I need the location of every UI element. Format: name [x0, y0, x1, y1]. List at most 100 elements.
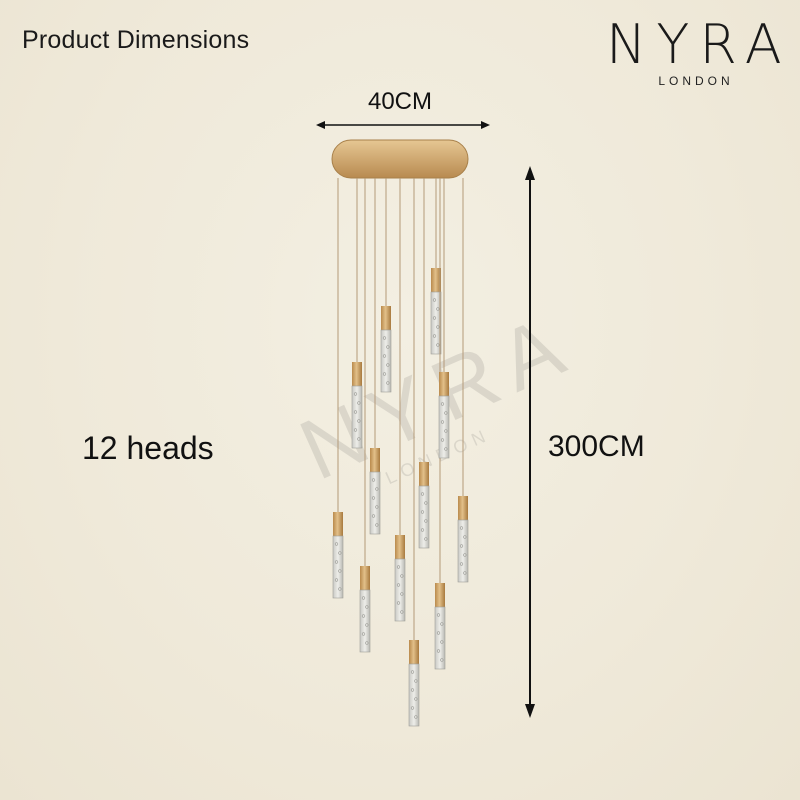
pendant-cap — [419, 462, 429, 486]
pendant-cap — [352, 362, 362, 386]
glass-bubble — [424, 501, 428, 505]
heads-label: 12 heads — [82, 430, 214, 466]
glass-bubble — [459, 544, 464, 548]
glass-bubble — [334, 578, 339, 582]
glass-bubble — [396, 583, 401, 587]
page-title: Product Dimensions — [22, 26, 250, 54]
pendant-glass — [438, 395, 450, 459]
glass-bubble — [361, 596, 366, 600]
glass-bubble — [400, 592, 404, 596]
glass-bubble — [386, 363, 390, 367]
pendant-cap — [435, 583, 445, 607]
brand-logo: NYRA LONDON — [596, 13, 792, 89]
glass-bubble — [338, 569, 342, 573]
glass-bubble — [382, 336, 387, 340]
glass-bubble — [371, 514, 376, 518]
glass-bubble — [353, 410, 358, 414]
glass-bubble — [463, 535, 467, 539]
glass-bubble — [440, 438, 445, 442]
glass-bubble — [400, 574, 404, 578]
height-arrow — [525, 166, 535, 718]
glass-bubble — [432, 334, 437, 338]
glass-bubble — [436, 649, 441, 653]
glass-bubble — [444, 429, 448, 433]
glass-bubble — [396, 565, 401, 569]
pendant-light — [369, 178, 381, 535]
glass-bubble — [410, 688, 415, 692]
glass-bubble — [357, 401, 361, 405]
glass-bubble — [382, 372, 387, 376]
pendant-cap — [360, 566, 370, 590]
glass-bubble — [386, 381, 390, 385]
glass-bubble — [432, 298, 437, 302]
pendant-glass — [418, 485, 430, 549]
pendant-glass — [359, 589, 371, 653]
glass-bubble — [444, 411, 448, 415]
glass-bubble — [440, 622, 444, 626]
pendant-light — [408, 178, 420, 727]
glass-bubble — [371, 496, 376, 500]
brand-name: NYRA — [606, 13, 792, 76]
glass-bubble — [361, 614, 366, 618]
glass-bubble — [357, 437, 361, 441]
pendant-light — [351, 178, 363, 449]
pendant-glass — [351, 385, 363, 449]
ceiling-canopy — [331, 139, 469, 179]
pendant-glass — [408, 663, 420, 727]
glass-bubble — [338, 551, 342, 555]
glass-bubble — [414, 697, 418, 701]
pendant-cap — [395, 535, 405, 559]
glass-bubble — [410, 706, 415, 710]
pendant-glass — [434, 606, 446, 670]
glass-bubble — [375, 505, 379, 509]
glass-bubble — [396, 601, 401, 605]
glass-bubble — [375, 523, 379, 527]
glass-bubble — [410, 670, 415, 674]
glass-bubble — [436, 343, 440, 347]
glass-bubble — [357, 419, 361, 423]
glass-bubble — [459, 526, 464, 530]
pendant-glass — [369, 471, 381, 535]
glass-bubble — [365, 641, 369, 645]
pendant-group — [332, 178, 469, 727]
glass-bubble — [371, 478, 376, 482]
glass-bubble — [400, 610, 404, 614]
glass-bubble — [444, 447, 448, 451]
pendant-light — [430, 178, 442, 355]
pendant-cap — [409, 640, 419, 664]
width-label: 40CM — [367, 88, 433, 115]
glass-bubble — [365, 623, 369, 627]
glass-bubble — [353, 392, 358, 396]
pendant-light — [359, 178, 371, 653]
pendant-glass — [332, 535, 344, 599]
glass-bubble — [432, 316, 437, 320]
pendant-light — [418, 178, 430, 549]
glass-bubble — [420, 528, 425, 532]
glass-bubble — [375, 487, 379, 491]
glass-bubble — [440, 420, 445, 424]
glass-bubble — [338, 587, 342, 591]
pendant-light — [332, 178, 344, 599]
glass-bubble — [440, 658, 444, 662]
pendant-cap — [333, 512, 343, 536]
glass-bubble — [334, 542, 339, 546]
glass-bubble — [436, 307, 440, 311]
pendant-light — [438, 178, 450, 459]
glass-bubble — [414, 679, 418, 683]
glass-bubble — [420, 492, 425, 496]
pendant-glass — [380, 329, 392, 393]
glass-bubble — [436, 613, 441, 617]
glass-bubble — [420, 510, 425, 514]
glass-bubble — [424, 537, 428, 541]
pendant-light — [457, 178, 469, 583]
pendant-cap — [431, 268, 441, 292]
glass-bubble — [463, 553, 467, 557]
pendant-cap — [370, 448, 380, 472]
glass-bubble — [459, 562, 464, 566]
glass-bubble — [424, 519, 428, 523]
brand-subtitle: LONDON — [658, 74, 734, 88]
pendant-glass — [394, 558, 406, 622]
glass-bubble — [414, 715, 418, 719]
glass-bubble — [386, 345, 390, 349]
